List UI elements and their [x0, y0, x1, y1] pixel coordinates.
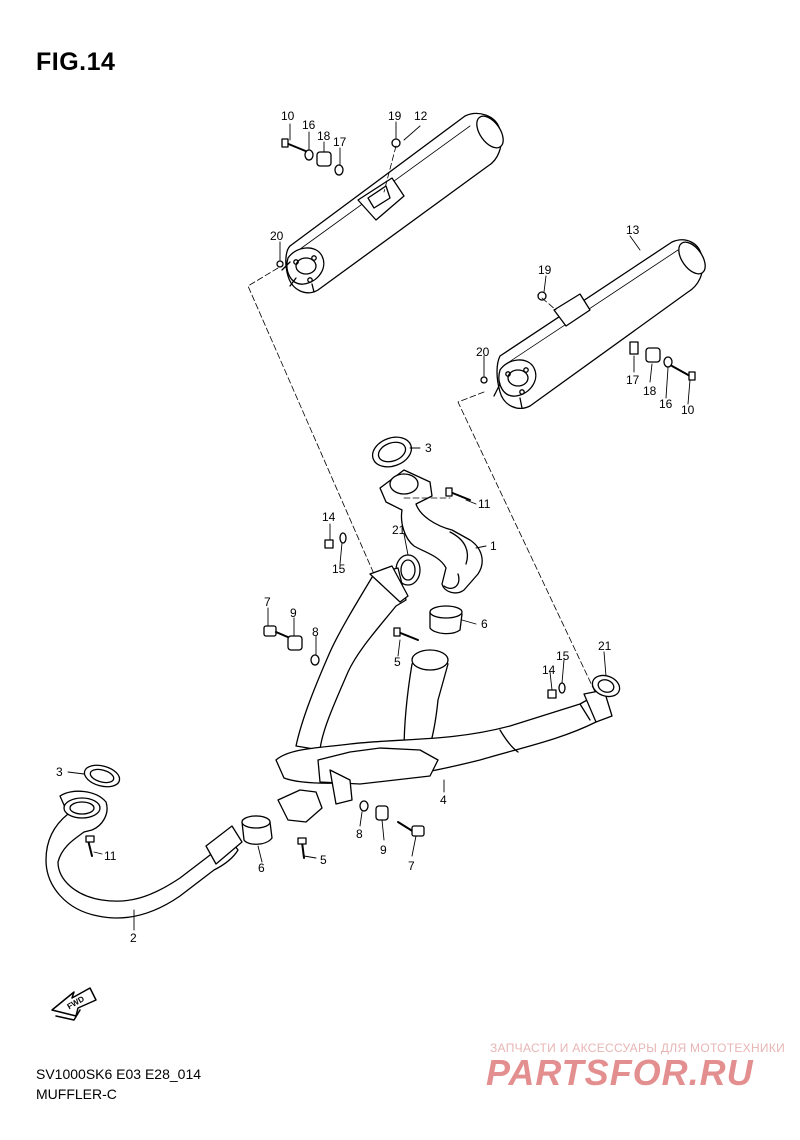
callout-19-upper: 19: [388, 109, 402, 123]
callout-18-lower: 18: [643, 384, 657, 398]
gasket-upper: [371, 436, 413, 468]
callout-17-lower: 17: [626, 373, 640, 387]
callout-5-lower: 5: [320, 853, 327, 867]
callout-3-lower: 3: [56, 765, 63, 779]
figure-title: FIG.14: [36, 48, 116, 76]
callout-15-right: 15: [556, 649, 570, 663]
callout-7-lower: 7: [408, 859, 415, 873]
callouts: 10 16 18 17 19 12 20 13 19 20 17 18 16 1…: [56, 109, 695, 945]
connector-6-lower: [241, 815, 273, 845]
callout-8-lower: 8: [356, 827, 363, 841]
callout-15-upper: 15: [332, 562, 346, 576]
figure-name: MUFFLER-C: [36, 1086, 117, 1102]
watermark-logo: PARTSFOR.RU: [486, 1052, 754, 1093]
callout-6-upper: 6: [481, 617, 488, 631]
callout-7-upper: 7: [264, 595, 271, 609]
callout-5-upper: 5: [394, 655, 401, 669]
callout-11-upper: 11: [478, 497, 491, 511]
callout-21-upper: 21: [392, 523, 406, 537]
callout-16-upper: 16: [302, 118, 316, 132]
leader-lines: [67, 121, 691, 931]
callout-13: 13: [626, 223, 640, 237]
callout-20-lower: 20: [476, 345, 490, 359]
callout-17-upper: 17: [333, 135, 347, 149]
callout-21-right: 21: [598, 639, 612, 653]
callout-9-lower: 9: [380, 843, 387, 857]
callout-12: 12: [414, 109, 428, 123]
callout-1: 1: [490, 539, 497, 553]
gasket-21-right: [591, 674, 621, 698]
callout-9-upper: 9: [290, 606, 297, 620]
figure-code: SV1000SK6 E03 E28_014: [36, 1066, 202, 1082]
callout-2: 2: [130, 931, 137, 945]
alignment-lines: [247, 145, 597, 695]
callout-10-upper: 10: [281, 109, 295, 123]
callout-4: 4: [440, 793, 447, 807]
fwd-arrow: [51, 987, 97, 1021]
muffler-upper: [281, 112, 504, 294]
callout-20-upper: 20: [270, 229, 284, 243]
callout-11-lower: 11: [104, 849, 117, 863]
callout-10-lower: 10: [681, 403, 695, 417]
callout-6-lower: 6: [258, 861, 265, 875]
callout-3-upper: 3: [425, 441, 432, 455]
pipe-1: [379, 469, 483, 594]
callout-8-upper: 8: [312, 625, 319, 639]
callout-18-upper: 18: [317, 129, 331, 143]
connector-6-upper: [429, 605, 463, 635]
pipe-2: [45, 790, 243, 919]
callout-14-upper: 14: [322, 510, 336, 524]
callout-19-lower: 19: [538, 263, 552, 277]
callout-16-lower: 16: [659, 397, 673, 411]
muffler-lower: [493, 239, 706, 409]
watermark-tagline: ЗАПЧАСТИ И АКСЕССУАРЫ ДЛЯ МОТОТЕХНИКИ: [490, 1041, 786, 1055]
callout-14-right: 14: [542, 663, 556, 677]
pipe-4: [275, 565, 613, 823]
hardware-lower: [480, 291, 696, 384]
gasket-lower: [83, 764, 121, 788]
